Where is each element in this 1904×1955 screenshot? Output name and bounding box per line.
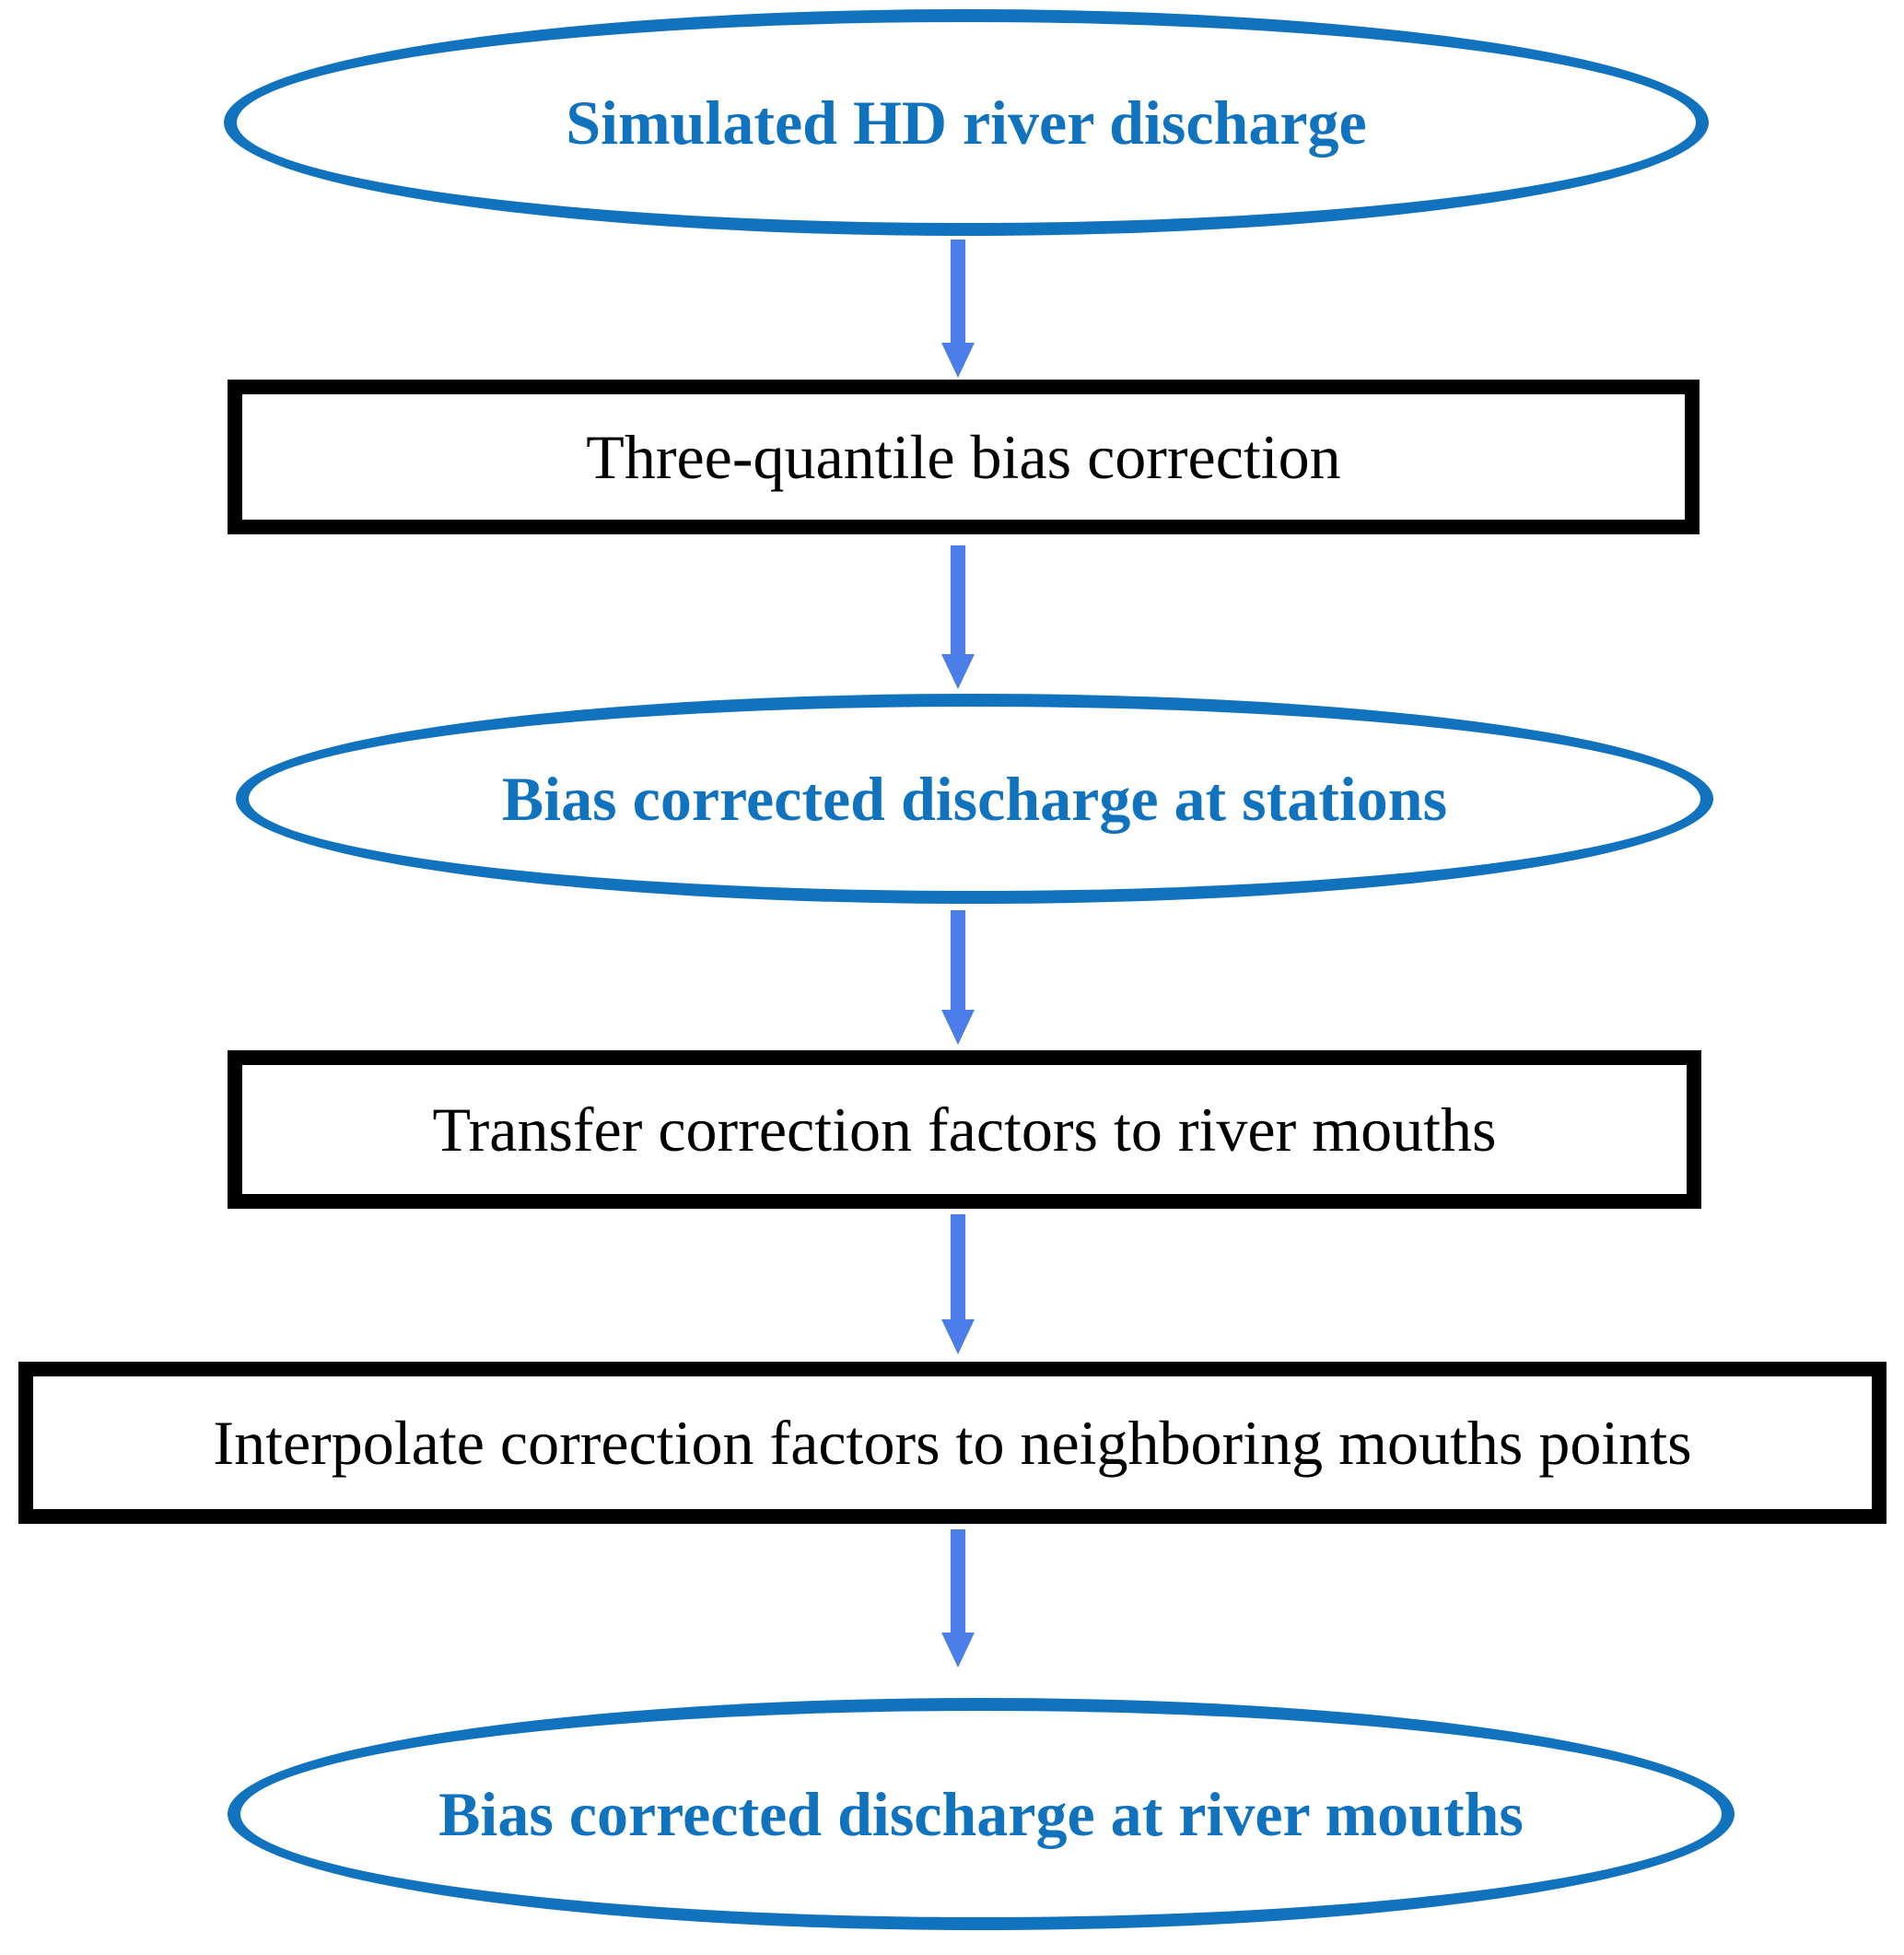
node-label: Bias corrected discharge at river mouths bbox=[438, 1778, 1524, 1849]
node-label: Three-quantile bias correction bbox=[586, 421, 1341, 492]
node-label: Transfer correction factors to river mou… bbox=[432, 1094, 1497, 1165]
node-label: Interpolate correction factors to neighb… bbox=[213, 1407, 1692, 1478]
arrow-shaft bbox=[951, 1529, 965, 1633]
node-label: Bias corrected discharge at stations bbox=[501, 763, 1448, 834]
flow-arrow-4 bbox=[941, 1214, 975, 1354]
arrow-shaft bbox=[951, 910, 965, 1010]
arrow-head-icon bbox=[941, 343, 975, 378]
arrow-shaft bbox=[951, 1214, 965, 1319]
node-transfer-correction-factors: Transfer correction factors to river mou… bbox=[228, 1050, 1701, 1209]
flow-arrow-1 bbox=[941, 240, 975, 378]
node-bias-corrected-discharge-at-stations: Bias corrected discharge at stations bbox=[236, 694, 1713, 904]
flow-arrow-3 bbox=[941, 910, 975, 1045]
node-label: Simulated HD river discharge bbox=[566, 87, 1367, 158]
node-bias-corrected-discharge-at-river-mouths: Bias corrected discharge at river mouths bbox=[228, 1698, 1735, 1930]
arrow-head-icon bbox=[941, 654, 975, 689]
arrow-head-icon bbox=[941, 1319, 975, 1354]
flow-arrow-5 bbox=[941, 1529, 975, 1668]
arrow-shaft bbox=[951, 545, 965, 654]
node-simulated-hd-river-discharge: Simulated HD river discharge bbox=[224, 9, 1709, 236]
node-interpolate-correction-factors: Interpolate correction factors to neighb… bbox=[18, 1362, 1886, 1524]
arrow-shaft bbox=[951, 240, 965, 343]
arrow-head-icon bbox=[941, 1010, 975, 1045]
arrow-head-icon bbox=[941, 1633, 975, 1668]
flow-arrow-2 bbox=[941, 545, 975, 689]
node-three-quantile-bias-correction: Three-quantile bias correction bbox=[228, 380, 1700, 534]
